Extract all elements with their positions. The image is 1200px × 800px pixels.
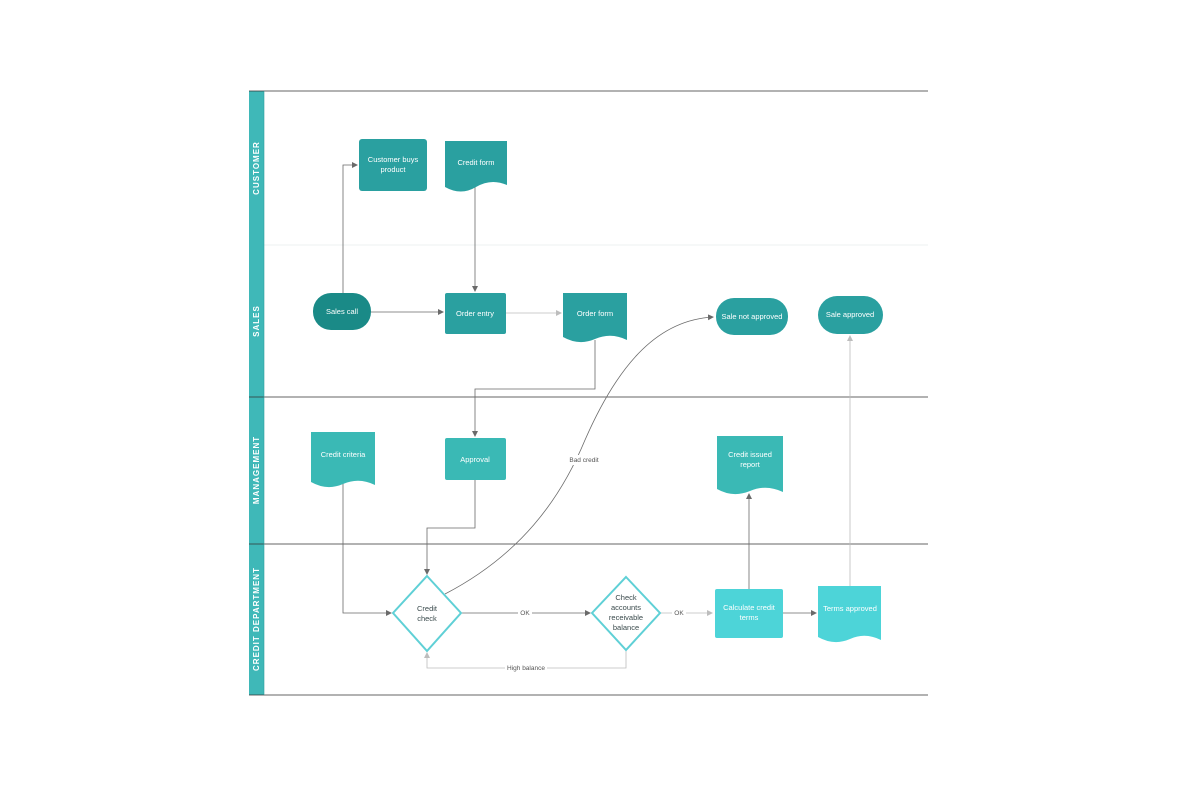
node-credit-form[interactable]: Credit form: [445, 141, 507, 192]
node-label: Check: [615, 593, 637, 602]
node-customer-buys-product[interactable]: Customer buys product: [359, 139, 427, 191]
node-label: accounts: [611, 603, 641, 612]
edge-label-ok-1: OK: [520, 610, 530, 617]
node-order-form[interactable]: Order form: [563, 293, 627, 343]
node-label: Calculate credit: [723, 603, 776, 612]
node-sale-not-approved[interactable]: Sale not approved: [716, 298, 788, 335]
edge-order-form-to-approval: [472, 340, 596, 437]
edge-credit-criteria-to-credit-check: [342, 482, 392, 616]
node-label: report: [740, 460, 761, 469]
edge-approval-to-credit-check: [424, 480, 476, 575]
node-credit-check[interactable]: Credit check: [391, 574, 463, 653]
node-label: Credit: [417, 604, 438, 613]
edge-label-high-balance: High balance: [507, 665, 545, 672]
node-label: terms: [740, 613, 759, 622]
node-sale-approved[interactable]: Sale approved: [818, 296, 883, 334]
edge-label-bg-ok-1: [518, 608, 532, 618]
node-label: Order form: [577, 309, 613, 318]
node-label: receivable: [609, 613, 643, 622]
node-label: Order entry: [456, 309, 494, 318]
node-label: Approval: [460, 455, 490, 464]
node-credit-issued-report[interactable]: Credit issued report: [717, 436, 783, 495]
node-label: Sales call: [326, 307, 358, 316]
lane-label-customer: CUSTOMER: [252, 141, 261, 195]
edge-label-bg-high-balance: [505, 663, 547, 673]
lane-label-credit-department: CREDIT DEPARTMENT: [252, 567, 261, 671]
lane-label-sales: SALES: [252, 305, 261, 337]
edge-label-bg-ok-2: [672, 608, 686, 618]
node-order-entry[interactable]: Order entry: [445, 293, 506, 334]
lane-label-management: MANAGEMENT: [252, 436, 261, 504]
node-label: Terms approved: [823, 604, 877, 613]
edge-label-bad-credit: Bad credit: [569, 457, 598, 464]
node-label: Credit form: [457, 158, 494, 167]
node-label: product: [380, 165, 406, 174]
node-label: Sale approved: [826, 310, 874, 319]
node-label: check: [417, 614, 437, 623]
node-terms-approved[interactable]: Terms approved: [818, 586, 881, 643]
node-label: Credit criteria: [321, 450, 366, 459]
node-label: Credit issued: [728, 450, 772, 459]
node-credit-criteria[interactable]: Credit criteria: [311, 432, 375, 488]
node-label: balance: [613, 623, 639, 632]
edge-label-ok-2: OK: [674, 610, 684, 617]
node-check-ar-balance[interactable]: Check accounts receivable balance: [590, 575, 662, 652]
node-sales-call[interactable]: Sales call: [313, 293, 371, 330]
edge-sales-call-to-customer-buys: [342, 162, 358, 293]
edge-label-bg-bad-credit: [569, 455, 599, 465]
node-label: Sale not approved: [722, 312, 783, 321]
node-approval[interactable]: Approval: [445, 438, 506, 480]
node-calculate-credit-terms[interactable]: Calculate credit terms: [715, 589, 783, 638]
edge-credit-check-to-sale-not-approved: [444, 314, 714, 595]
node-label: Customer buys: [368, 155, 419, 164]
